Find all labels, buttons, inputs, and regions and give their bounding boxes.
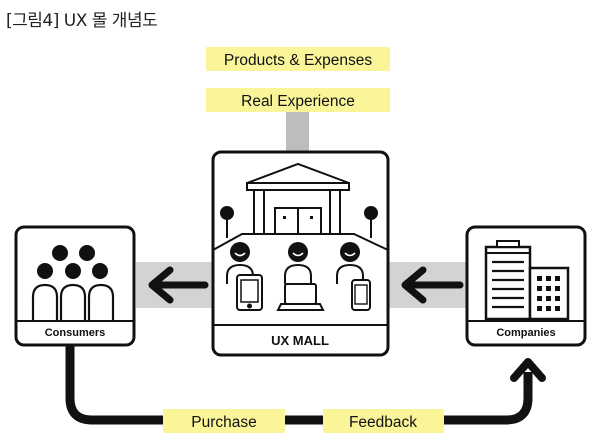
top-connector <box>286 112 309 152</box>
feedback-box <box>323 409 444 433</box>
arrow-to-consumers <box>148 266 209 304</box>
companies-label: Companies <box>496 327 555 339</box>
tree-icon <box>220 206 234 238</box>
people-group-icon <box>31 245 115 320</box>
office-buildings-icon <box>484 240 570 321</box>
consumers-label: Consumers <box>45 327 106 339</box>
mall-building-icon <box>212 162 389 251</box>
ux-mall-box: UX MALL <box>211 150 390 357</box>
purchase-label: Purchase <box>191 414 256 431</box>
purchase-box <box>163 409 285 433</box>
loop-arrowhead <box>510 358 546 382</box>
products-expenses-box <box>206 47 390 71</box>
consumers-box: Consumers <box>14 225 136 347</box>
smiling-person-icon <box>226 242 254 284</box>
smiling-person-icon <box>284 242 312 284</box>
real-experience-label: Real Experience <box>241 93 355 110</box>
arrow-to-mall <box>401 266 464 304</box>
smartphone-icon <box>351 279 371 311</box>
feedback-label: Feedback <box>349 414 417 431</box>
tree-icon <box>364 206 378 238</box>
laptop-icon <box>276 283 325 311</box>
smiling-person-icon <box>336 242 364 284</box>
figure-title: [그림4] UX 몰 개념도 <box>6 11 158 31</box>
companies-box: Companies <box>465 225 587 347</box>
tablet-icon <box>236 274 263 311</box>
purchase-feedback-loop <box>65 345 533 425</box>
products-expenses-label: Products & Expenses <box>224 52 372 69</box>
ux-mall-label: UX MALL <box>271 333 329 348</box>
real-experience-box <box>206 88 390 112</box>
